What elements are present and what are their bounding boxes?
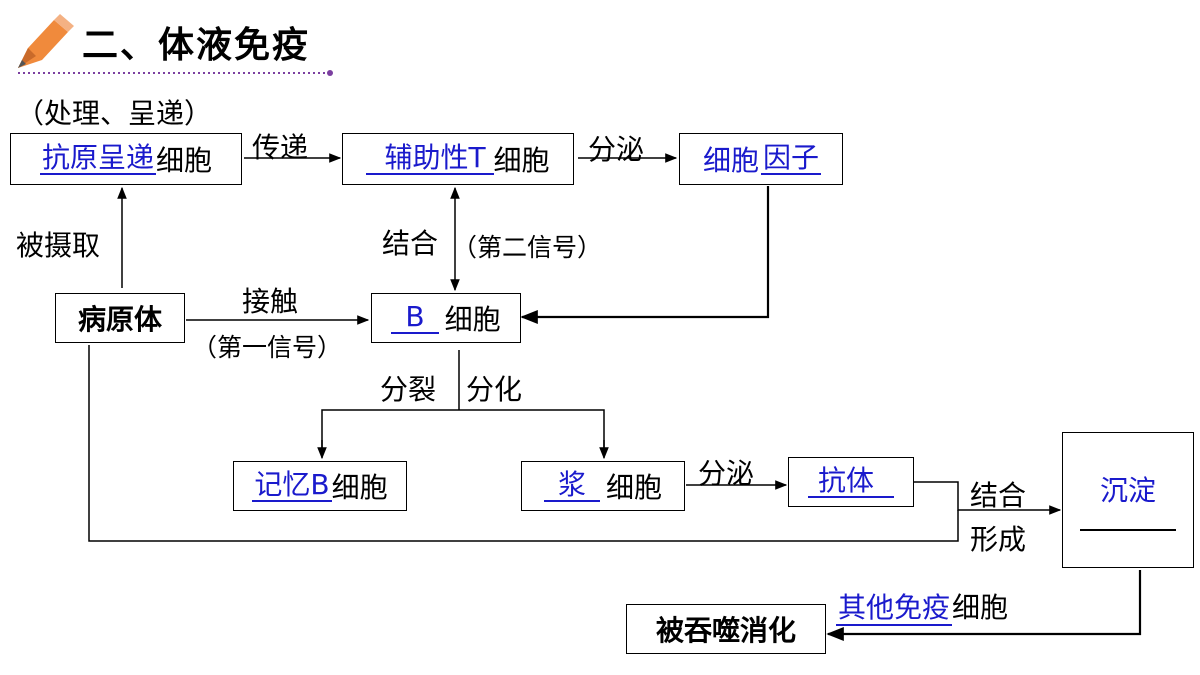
form-label: 形成 <box>970 523 1027 556</box>
secrete-label-2: 分泌 <box>698 457 755 490</box>
apc-answer: 抗原呈递 <box>39 141 156 175</box>
cytokine-text: 细胞 <box>702 144 759 177</box>
helper-t-suffix: 细胞 <box>493 144 550 177</box>
secrete-label-1: 分泌 <box>588 133 645 166</box>
helper-t-answer: 辅助性T <box>366 143 494 175</box>
plasma-answer: 浆 <box>543 470 600 502</box>
combine-label: 结合 <box>970 479 1027 512</box>
contact-label: 接触 <box>242 285 299 318</box>
process-present-note: （处理、呈递） <box>16 97 213 130</box>
plasma-suffix: 细胞 <box>606 471 663 504</box>
apc-cell-box: 抗原呈递 细胞 <box>10 133 242 185</box>
pathogen-text: 病原体 <box>77 303 162 336</box>
memory-b-suffix: 细胞 <box>331 471 388 504</box>
differentiate-label: 分化 <box>466 373 523 406</box>
transmit-label: 传递 <box>252 131 309 164</box>
plasma-cell-box: 浆 细胞 <box>521 461 685 511</box>
pencil-icon <box>18 14 74 68</box>
phagocytosed-text: 被吞噬消化 <box>655 614 796 647</box>
memory-b-answer: 记忆B <box>252 468 332 502</box>
page-title: 二、体液免疫 <box>82 25 311 66</box>
cytokine-answer: 因子 <box>761 141 822 175</box>
antibody-box: 抗体 <box>788 457 914 507</box>
phagocytosed-box: 被吞噬消化 <box>626 604 826 654</box>
bind-label: 结合 <box>382 227 439 260</box>
apc-suffix: 细胞 <box>156 144 213 177</box>
other-cells-suffix: 细胞 <box>952 591 1009 624</box>
other-immune-cells-label: 其他免疫细胞 <box>836 586 1008 626</box>
b-cell-suffix: 细胞 <box>444 303 501 336</box>
engulfed-label: 被摄取 <box>16 229 101 262</box>
precipitate-blank <box>1080 529 1176 531</box>
memory-b-cell-box: 记忆B 细胞 <box>233 461 407 511</box>
second-signal-label: （第二信号） <box>452 233 603 262</box>
antibody-answer: 抗体 <box>807 466 894 498</box>
b-cell-answer: B <box>391 302 439 334</box>
cytokine-box: 细胞因子 <box>679 133 843 185</box>
title-underline <box>18 70 333 76</box>
precipitate-answer: 沉淀 <box>1099 474 1156 507</box>
pathogen-box: 病原体 <box>55 293 185 343</box>
precipitate-box: 沉淀 <box>1062 432 1194 568</box>
helper-t-cell-box: 辅助性T 细胞 <box>342 133 574 185</box>
first-signal-label: （第一信号） <box>192 333 343 362</box>
other-cells-answer: 其他免疫 <box>836 591 953 626</box>
b-cell-box: B 细胞 <box>371 293 521 343</box>
divide-label: 分裂 <box>380 373 437 406</box>
